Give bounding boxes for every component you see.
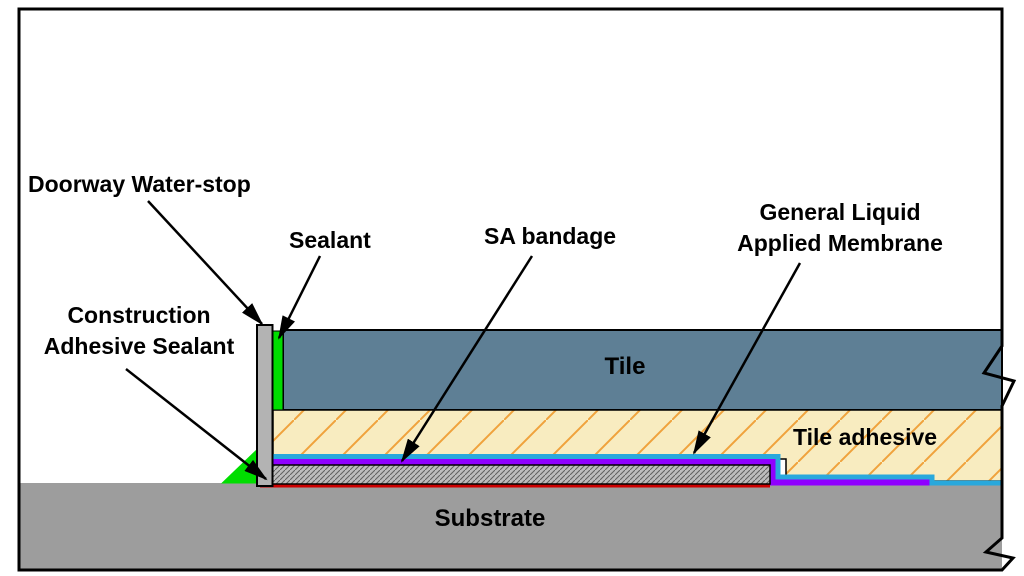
leader-sa-bandage	[400, 255, 534, 463]
leader-sealant	[277, 255, 322, 340]
label-construction-line1: Construction	[67, 302, 211, 328]
doorway-water-stop-bar	[256, 324, 274, 487]
label-general-liquid-applied-membrane: General Liquid Applied Membrane	[700, 197, 980, 259]
membrane-purple-line	[268, 458, 930, 486]
label-tile: Tile	[604, 353, 646, 380]
label-construction-line2: Adhesive Sealant	[43, 333, 235, 360]
label-tile-adhesive: Tile adhesive	[793, 424, 938, 450]
leader-construction-adhesive	[125, 368, 268, 481]
leader-lines	[125, 200, 802, 481]
drawing-border-with-break-lines	[17, 7, 1017, 572]
label-construction-adhesive-sealant: Construction Adhesive Sealant	[22, 300, 256, 362]
label-doorway-water-stop: Doorway Water-stop	[28, 171, 251, 197]
sa-bandage-bar	[267, 464, 771, 485]
label-sealant: Sealant	[289, 227, 371, 253]
leader-doorway-water-stop	[147, 200, 264, 326]
substrate-region	[20, 483, 1002, 569]
sealant-strip	[272, 330, 284, 411]
tile-region	[282, 329, 1003, 411]
label-sa-bandage: SA bandage	[484, 223, 617, 249]
label-membrane-line1: General Liquid	[759, 199, 921, 225]
label-substrate: Substrate	[434, 505, 546, 532]
membrane-cyan-line	[268, 454, 1001, 486]
label-membrane-line2: Applied Membrane	[737, 230, 943, 257]
leader-membrane	[692, 262, 802, 455]
